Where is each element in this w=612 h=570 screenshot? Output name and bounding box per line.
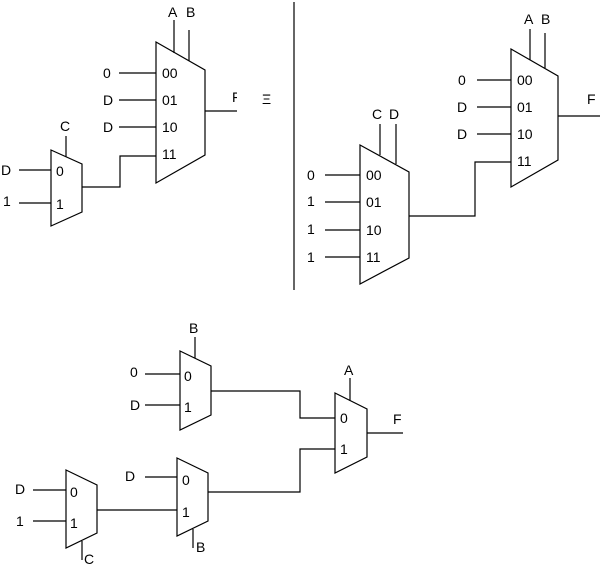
select-label-d: D	[389, 106, 399, 122]
input-value-10: D	[457, 126, 467, 142]
output-label: F	[393, 411, 402, 427]
diagram-1: A B 0 D D 00 01 10 11 F Ξ C D 1 0	[1, 4, 271, 227]
port-label-11: 11	[162, 146, 177, 162]
port-label-0: 0	[182, 472, 190, 488]
port-label-0: 0	[56, 163, 64, 179]
mux-a-shape	[334, 392, 368, 474]
input-value-0: D	[15, 481, 25, 497]
clip-mask	[237, 85, 259, 115]
b-top-to-a-wire	[211, 390, 335, 419]
mux-b-top-shape	[179, 350, 212, 431]
mux-c-shape	[65, 469, 98, 549]
port-label-0: 0	[184, 368, 192, 384]
input-value-00: 0	[458, 72, 466, 88]
mux4-block: A B 0 D D 00 01 10 11 F Ξ	[103, 4, 271, 185]
select-label-a: A	[524, 11, 534, 27]
mux2-to-mux4-wire	[82, 155, 156, 188]
port-label-10: 10	[366, 222, 382, 238]
select-label-a: A	[344, 362, 354, 378]
input-value-10: 1	[307, 221, 315, 237]
mux-b-bottom-block: B D 0 1	[125, 448, 335, 555]
port-label-11: 11	[366, 249, 381, 265]
select-label-a: A	[168, 4, 178, 20]
select-label-c: C	[60, 118, 70, 134]
port-label-0: 0	[340, 410, 348, 426]
port-label-1: 1	[182, 504, 190, 520]
input-value-0: D	[1, 162, 11, 178]
port-label-1: 1	[70, 515, 78, 531]
select-label-b-bottom: B	[196, 539, 205, 555]
mux-b-bottom-shape	[176, 457, 209, 537]
port-label-00: 00	[366, 167, 382, 183]
port-label-10: 10	[162, 119, 178, 135]
port-label-1: 1	[56, 196, 64, 212]
input-value-1: D	[130, 397, 140, 413]
mux-right-block: A B 0 D D 00 01 10 11 F	[457, 11, 600, 189]
mux2-block: C D 1 0 1	[1, 118, 156, 227]
port-label-01: 01	[517, 99, 533, 115]
input-value-01: D	[103, 92, 113, 108]
input-value-00: 0	[103, 65, 111, 81]
port-label-1: 1	[340, 441, 348, 457]
select-label-b: B	[186, 4, 195, 20]
mux-left-block: C D 0 1 1 1 00 01 10 11	[307, 106, 511, 285]
output-label-clipped: F	[232, 89, 241, 105]
select-label-c: C	[372, 106, 382, 122]
input-value-00: 0	[307, 167, 315, 183]
port-label-11: 11	[517, 153, 532, 169]
input-value-0: D	[125, 468, 135, 484]
input-value-1: 1	[3, 193, 11, 209]
mux-c-block: C D 1 0 1	[15, 469, 177, 567]
output-label: F	[587, 91, 596, 107]
input-value-1: 1	[16, 513, 24, 529]
select-label-b: B	[541, 11, 550, 27]
mux-left-shape	[359, 143, 410, 285]
diagram-2: C D 0 1 1 1 00 01 10 11 A B 0	[307, 11, 600, 285]
input-value-01: 1	[307, 193, 315, 209]
port-label-01: 01	[366, 194, 382, 210]
mux-b-top-block: B 0 D 0 1	[130, 320, 335, 431]
port-label-00: 00	[517, 72, 533, 88]
port-label-01: 01	[162, 92, 178, 108]
input-value-01: D	[457, 99, 467, 115]
input-value-10: D	[103, 119, 113, 135]
select-label-b-top: B	[189, 320, 198, 336]
b-bottom-to-a-wire	[208, 448, 335, 493]
mux2-shape	[50, 149, 83, 227]
port-label-1: 1	[184, 399, 192, 415]
mux-right-shape	[510, 47, 559, 189]
input-value-0: 0	[130, 364, 138, 380]
diagram-3: B 0 D 0 1 C D 1 0 1 B D	[15, 320, 403, 567]
mux-a-block: A 0 1 F	[334, 362, 403, 474]
input-value-11: 1	[307, 249, 315, 265]
left-to-right-wire	[409, 161, 511, 217]
select-label-c: C	[84, 551, 94, 567]
port-label-0: 0	[70, 484, 78, 500]
port-label-10: 10	[517, 126, 533, 142]
port-label-00: 00	[162, 65, 178, 81]
cropped-glyph: Ξ	[262, 91, 271, 107]
